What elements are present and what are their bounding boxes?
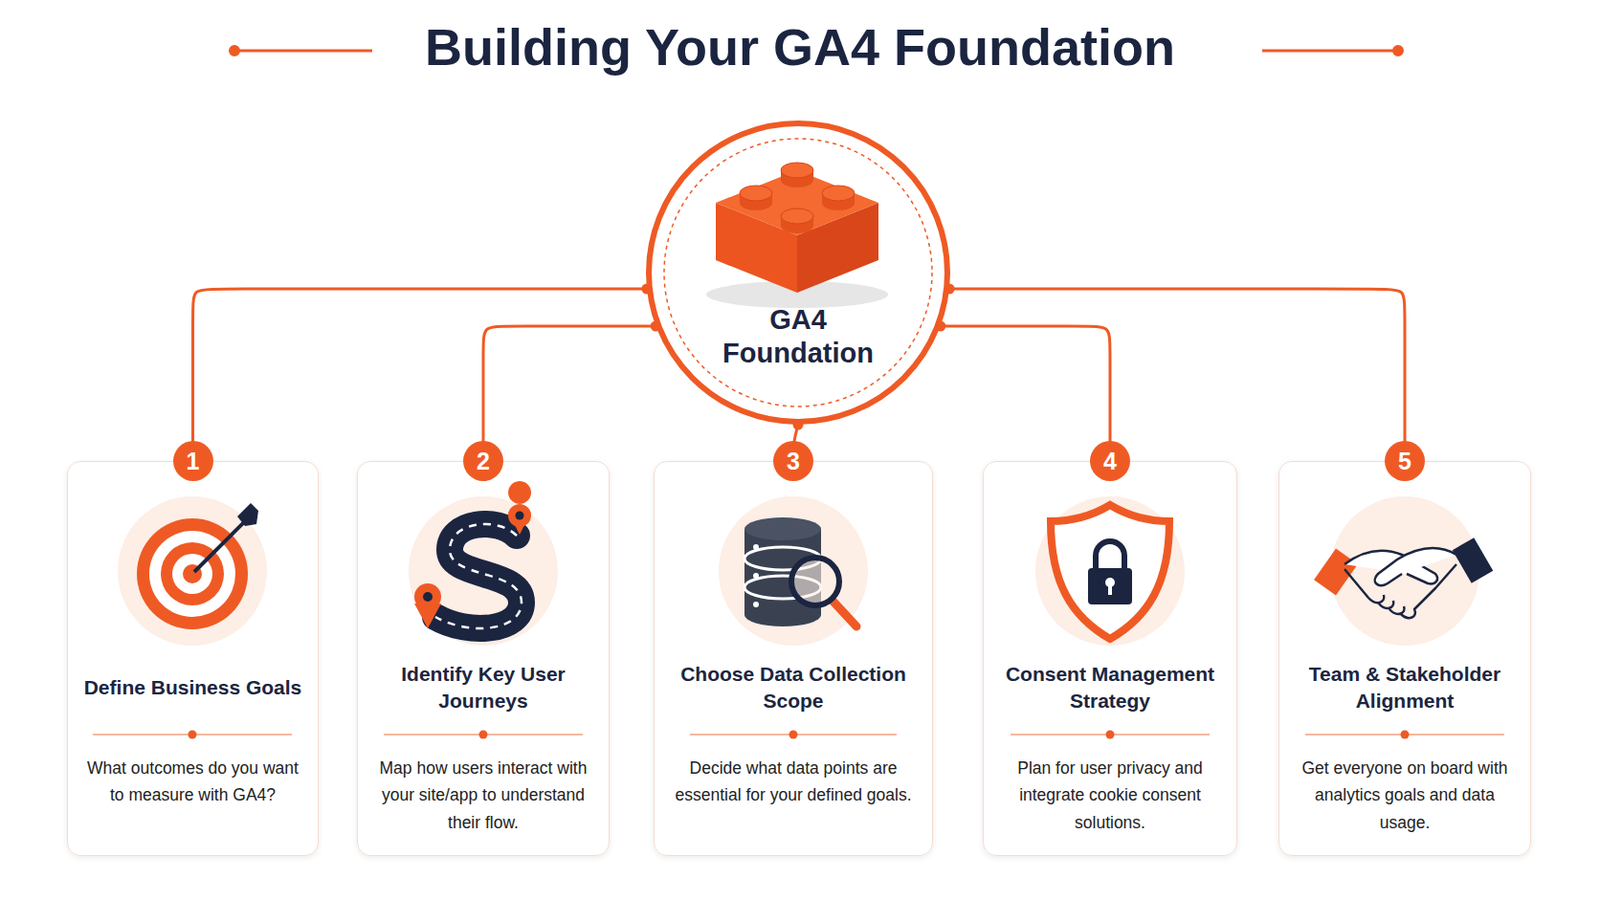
- callout-number: 3: [773, 441, 814, 482]
- card-description: What outcomes do you want to measure wit…: [81, 755, 305, 810]
- callout-number: 2: [463, 441, 504, 482]
- title: Building Your GA4 Foundation: [0, 17, 1600, 77]
- shield-icon: [1050, 505, 1170, 640]
- hub-circle: GA4 Foundation: [644, 119, 952, 426]
- step-card: Consent Management StrategyPlan for user…: [982, 461, 1238, 857]
- callout-number: 1: [173, 441, 214, 482]
- card-description: Decide what data points are essential fo…: [667, 755, 919, 810]
- connector: [949, 288, 1405, 462]
- connector: [483, 326, 656, 462]
- card-heading: Identify Key User Journeys: [365, 657, 601, 719]
- road-icon: [414, 481, 532, 629]
- brick-icon: [706, 162, 889, 309]
- connector: [193, 288, 647, 462]
- hub-dashed-ring: [664, 138, 933, 407]
- card-heading: Team & Stakeholder Alignment: [1287, 657, 1523, 719]
- card-heading: Define Business Goals: [75, 657, 311, 719]
- target-icon: [136, 503, 259, 630]
- hub-ring: [648, 123, 948, 423]
- card-description: Get everyone on board with analytics goa…: [1292, 755, 1517, 837]
- callout-number: 4: [1089, 441, 1131, 482]
- step-card: Team & Stakeholder AlignmentGet everyone…: [1278, 461, 1532, 857]
- card-description: Plan for user privacy and integrate cook…: [997, 755, 1223, 837]
- card-heading: Choose Data Collection Scope: [662, 657, 925, 719]
- database-icon: [744, 517, 857, 627]
- connector: [940, 326, 1111, 462]
- callout-number: 5: [1384, 441, 1425, 482]
- step-card: Define Business GoalsWhat outcomes do yo…: [66, 461, 319, 857]
- step-card: Choose Data Collection ScopeDecide what …: [653, 461, 934, 857]
- handshake-icon: [1313, 537, 1493, 619]
- step-card: Identify Key User JourneysMap how users …: [356, 461, 610, 857]
- hub-outline: [644, 119, 952, 426]
- card-heading: Consent Management Strategy: [991, 657, 1229, 719]
- card-description: Map how users interact with your site/ap…: [371, 755, 596, 837]
- hub-label: GA4 Foundation: [702, 303, 894, 371]
